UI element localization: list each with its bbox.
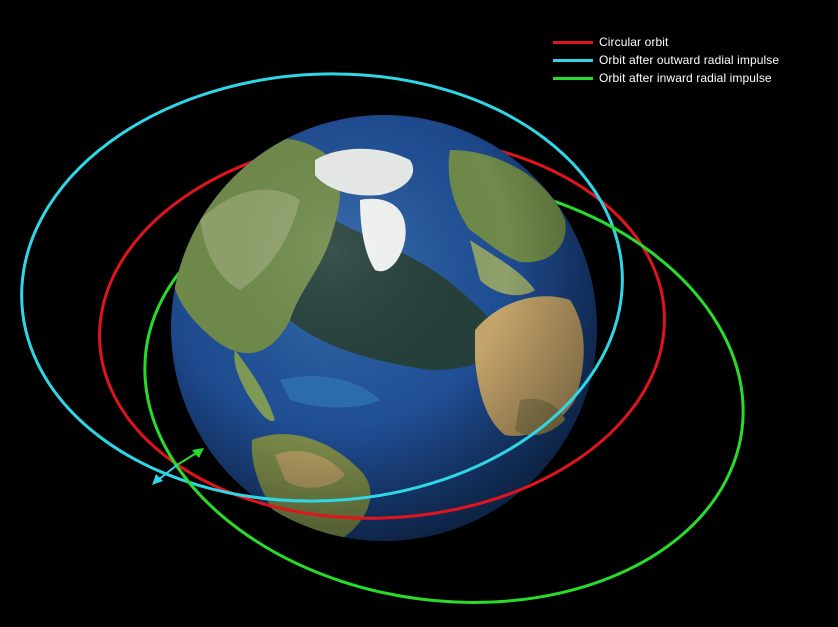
outward-orbit-front xyxy=(20,284,624,503)
legend-item-inward: Orbit after inward radial impulse xyxy=(553,69,779,87)
inward-orbit-front xyxy=(143,374,745,604)
legend: Circular orbit Orbit after outward radia… xyxy=(553,33,779,87)
legend-item-outward: Orbit after outward radial impulse xyxy=(553,51,779,69)
outward-orbit-back xyxy=(20,72,624,291)
legend-label: Orbit after outward radial impulse xyxy=(599,53,780,67)
legend-swatch-red xyxy=(553,40,593,44)
legend-item-circular: Circular orbit xyxy=(553,33,779,51)
earth-globe-icon xyxy=(171,115,597,541)
inward-impulse-arrow-icon xyxy=(176,448,204,466)
outward-impulse-arrow-icon xyxy=(152,464,178,485)
legend-swatch-green xyxy=(553,76,593,80)
legend-swatch-cyan xyxy=(553,58,593,62)
legend-label: Circular orbit xyxy=(599,35,669,49)
legend-label: Orbit after inward radial impulse xyxy=(599,71,772,85)
circular-orbit-front xyxy=(98,324,666,520)
